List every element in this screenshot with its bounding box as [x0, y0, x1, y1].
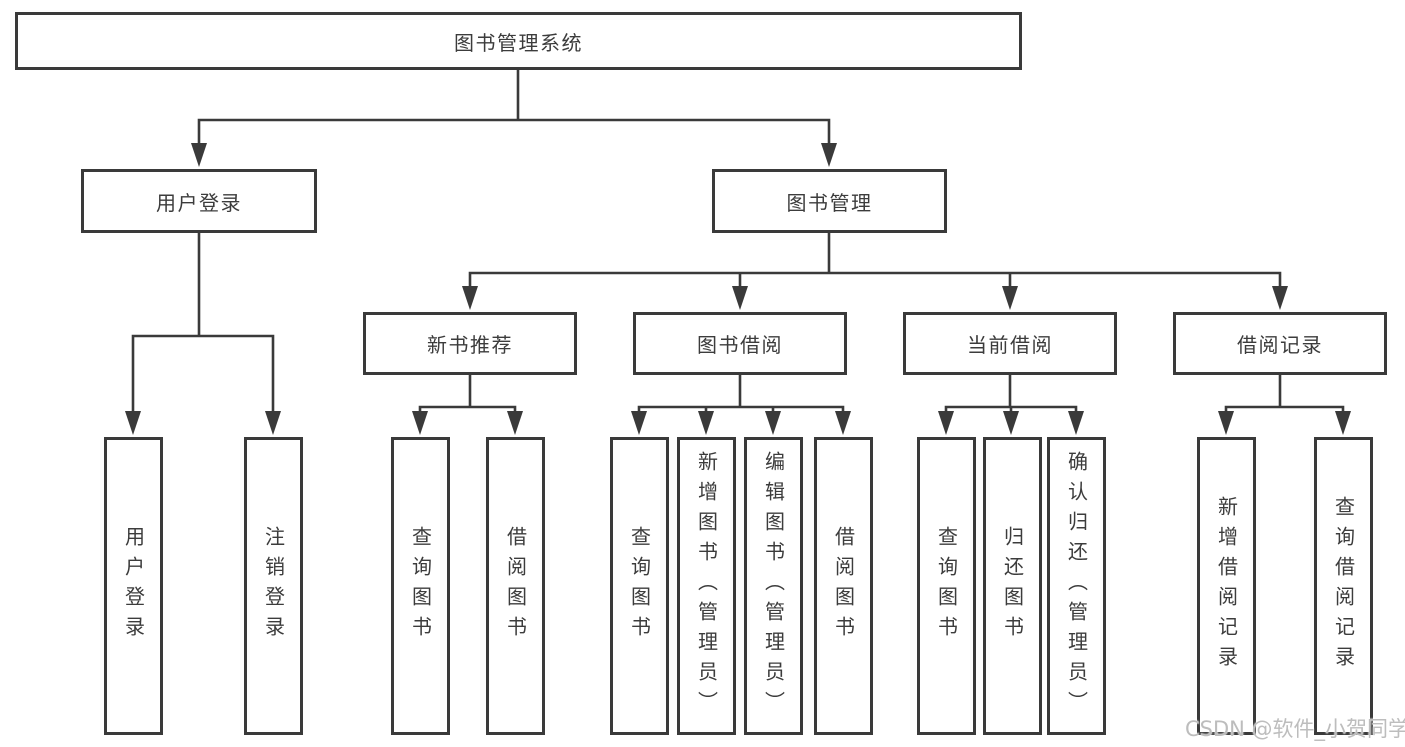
leaf-edit-books-admin: 编辑图书（管理员）	[744, 437, 803, 735]
node-label: 归还图书	[1000, 526, 1025, 646]
leaf-user-login: 用户登录	[104, 437, 163, 735]
node-book-management: 图书管理	[712, 169, 947, 233]
node-label: 查询图书	[627, 526, 652, 646]
leaf-return-books: 归还图书	[983, 437, 1042, 735]
node-label: 查询图书	[408, 526, 433, 646]
node-label: 注销登录	[261, 526, 286, 646]
node-label: 当前借阅	[967, 333, 1053, 357]
leaf-query-books-recommend: 查询图书	[391, 437, 450, 735]
leaf-confirm-return-admin: 确认归还（管理员）	[1047, 437, 1106, 735]
node-label: 新增图书（管理员）	[694, 451, 719, 721]
node-label: 编辑图书（管理员）	[761, 451, 786, 721]
node-label: 查询借阅记录	[1331, 496, 1356, 676]
node-label: 确认归还（管理员）	[1064, 451, 1089, 721]
leaf-add-borrow-record: 新增借阅记录	[1197, 437, 1256, 735]
node-new-book-recommendation: 新书推荐	[363, 312, 577, 375]
node-library-management-system: 图书管理系统	[15, 12, 1022, 70]
node-label: 图书借阅	[697, 333, 783, 357]
node-label: 新书推荐	[427, 333, 513, 357]
csdn-watermark: CSDN @软件_小贺同学	[1185, 717, 1405, 741]
node-label: 查询图书	[934, 526, 959, 646]
leaf-logout: 注销登录	[244, 437, 303, 735]
leaf-add-books-admin: 新增图书（管理员）	[677, 437, 736, 735]
node-label: 图书管理	[786, 190, 873, 215]
node-label: 借阅图书	[831, 526, 856, 646]
leaf-query-books-current: 查询图书	[917, 437, 976, 735]
node-borrowing-records: 借阅记录	[1173, 312, 1387, 375]
node-book-borrowing: 图书借阅	[633, 312, 847, 375]
leaf-query-books-borrowing: 查询图书	[610, 437, 669, 735]
node-label: 借阅图书	[503, 526, 528, 646]
node-label: 图书管理系统	[454, 30, 583, 55]
leaf-borrow-books-recommend: 借阅图书	[486, 437, 545, 735]
node-current-borrowing: 当前借阅	[903, 312, 1117, 375]
node-label: 新增借阅记录	[1214, 496, 1239, 676]
node-label: 借阅记录	[1237, 333, 1323, 357]
node-label: 用户登录	[121, 526, 146, 646]
leaf-query-borrow-record: 查询借阅记录	[1314, 437, 1373, 735]
node-user-login: 用户登录	[81, 169, 317, 233]
node-label: 用户登录	[156, 190, 242, 215]
leaf-borrow-books: 借阅图书	[814, 437, 873, 735]
